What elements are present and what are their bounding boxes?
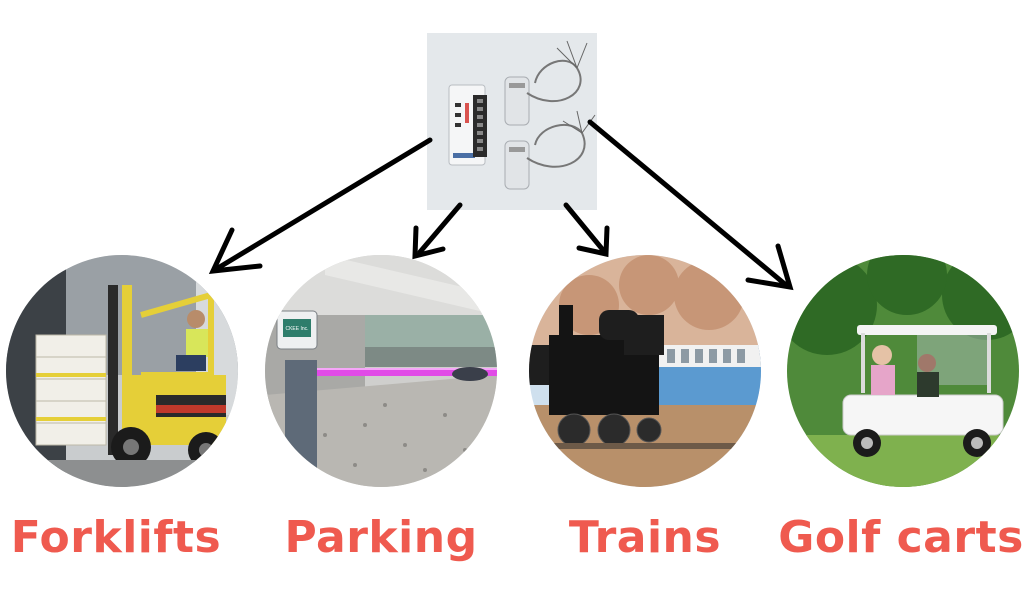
label-parking: Parking [284, 512, 478, 563]
arrow-head-trains [576, 225, 610, 258]
arrow-to-parking [417, 202, 463, 255]
gate-display-text: CKEE Inc. [285, 326, 308, 332]
arrow-head-golf-carts [745, 243, 794, 291]
arrow-head-parking [412, 225, 446, 260]
arrow-to-trains [563, 202, 606, 253]
forklifts-image [6, 255, 238, 487]
trains-image [529, 255, 761, 487]
golf-carts-image [787, 255, 1019, 487]
parking-image: CKEE Inc. [265, 255, 497, 487]
label-golf-carts: Golf carts [778, 512, 1024, 563]
label-forklifts: Forklifts [10, 512, 222, 563]
arrow-head-forklifts [208, 227, 263, 274]
sensor-product-image [427, 33, 597, 210]
label-trains: Trains [568, 512, 722, 563]
arrow-to-forklifts [215, 137, 433, 271]
